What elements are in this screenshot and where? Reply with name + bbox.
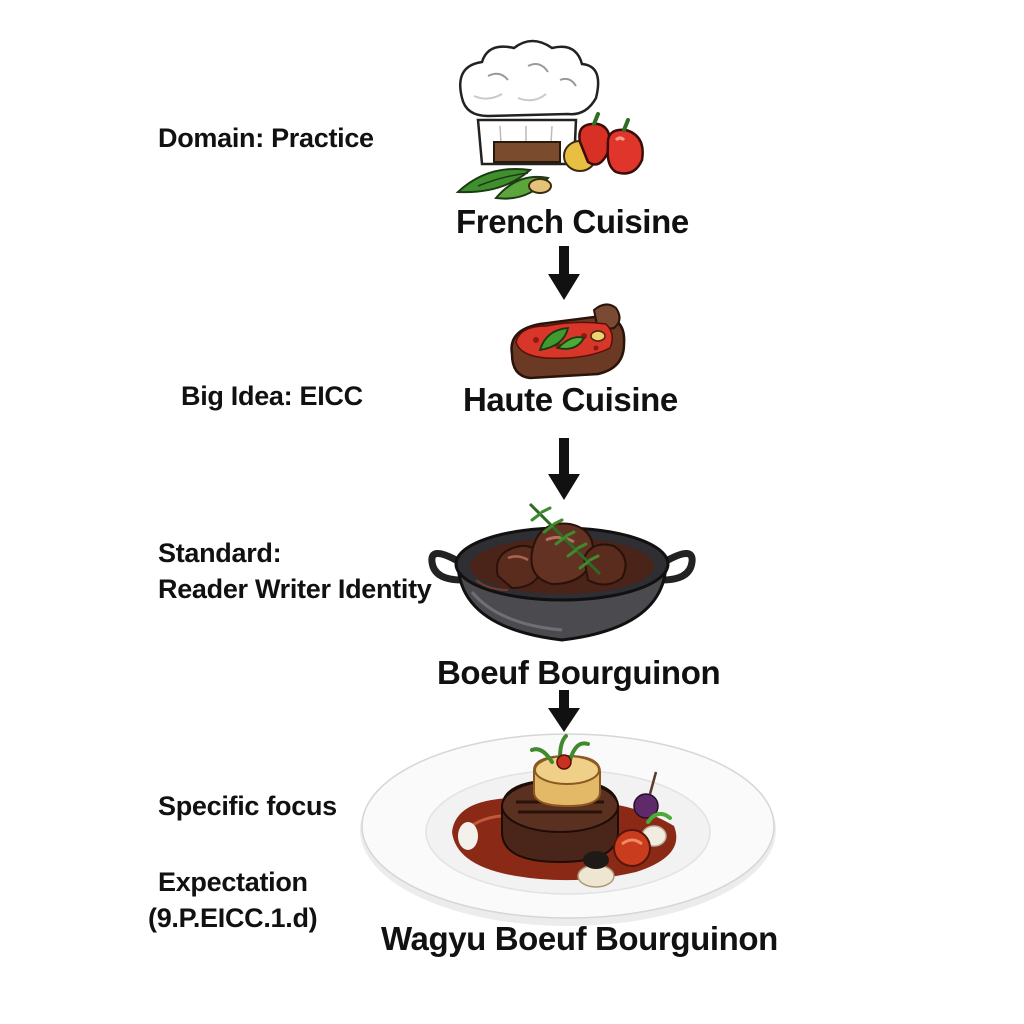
node-boeuf-bourguinon: Boeuf Bourguinon	[437, 654, 721, 691]
big-idea-label: Big Idea: EICC	[181, 381, 363, 411]
chef-hat-icon	[455, 39, 644, 200]
node-wagyu-boeuf-bourguinon: Wagyu Boeuf Bourguinon	[381, 920, 778, 957]
down-arrow-icon	[548, 690, 580, 732]
node-french-cuisine: French Cuisine	[456, 203, 689, 240]
domain-label: Domain: Practice	[158, 123, 374, 153]
down-arrow-icon	[548, 246, 580, 300]
steak-plate-icon	[510, 303, 626, 380]
standard-value: Reader Writer Identity	[158, 573, 432, 604]
standard-label: Standard: Reader Writer Identity	[158, 536, 432, 607]
specific-focus-label: Specific focus	[158, 791, 337, 821]
expectation-code: (9.P.EICC.1.d)	[148, 902, 318, 933]
down-arrow-icon	[548, 438, 580, 500]
node-haute-cuisine: Haute Cuisine	[463, 381, 678, 418]
expectation-title: Expectation	[158, 867, 308, 897]
standard-title: Standard:	[158, 538, 282, 568]
expectation-label: Expectation (9.P.EICC.1.d)	[148, 865, 318, 936]
plated-dish-icon	[360, 733, 776, 926]
cast-iron-pan-icon	[428, 502, 696, 642]
